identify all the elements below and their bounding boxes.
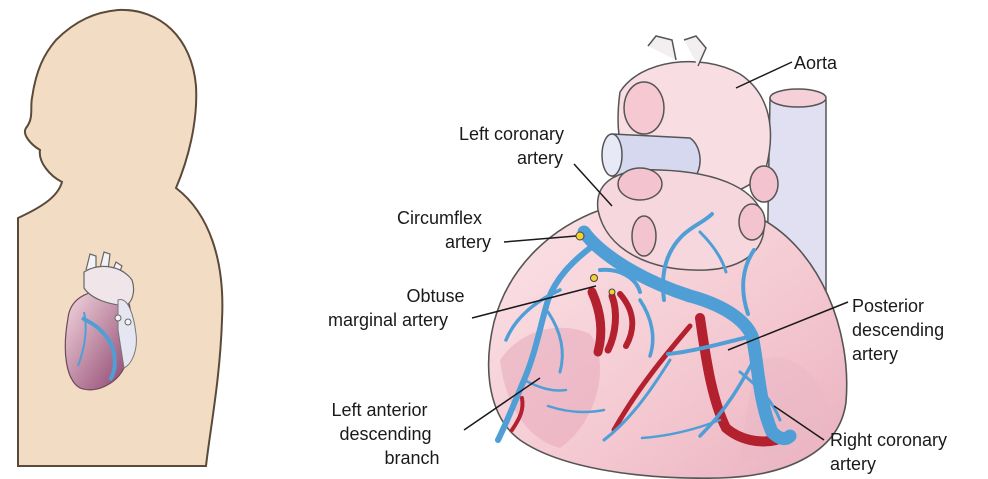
label-rca-line-2: artery	[830, 454, 876, 474]
label-left-coronary-artery: Left coronary artery	[459, 124, 569, 168]
label-left-coronary-line-2: artery	[517, 148, 563, 168]
label-obtuse-marginal-artery: Obtuse marginal artery	[328, 286, 470, 330]
label-left-anterior-descending-branch: Left anterior descending branch	[331, 400, 439, 468]
label-pda-line-3: artery	[852, 344, 898, 364]
label-circumflex-line-1: Circumflex	[397, 208, 482, 228]
label-rca-line-1: Right coronary	[830, 430, 947, 450]
label-circumflex-line-2: artery	[445, 232, 491, 252]
label-lad-line-1: Left anterior	[331, 400, 427, 420]
label-left-coronary-line-1: Left coronary	[459, 124, 564, 144]
label-obtuse-line-1: Obtuse	[406, 286, 464, 306]
label-lad-line-3: branch	[384, 448, 439, 468]
label-right-coronary-artery: Right coronary artery	[830, 430, 952, 474]
label-obtuse-line-2: marginal artery	[328, 310, 448, 330]
body-silhouette	[18, 10, 222, 466]
label-circumflex-artery: Circumflex artery	[397, 208, 491, 252]
label-lad-line-2: descending	[339, 424, 431, 444]
label-pda-line-1: Posterior	[852, 296, 924, 316]
label-posterior-descending-artery: Posterior descending artery	[852, 296, 949, 364]
heart-illustration	[489, 36, 847, 478]
label-pda-line-2: descending	[852, 320, 944, 340]
label-aorta: Aorta	[794, 53, 838, 73]
